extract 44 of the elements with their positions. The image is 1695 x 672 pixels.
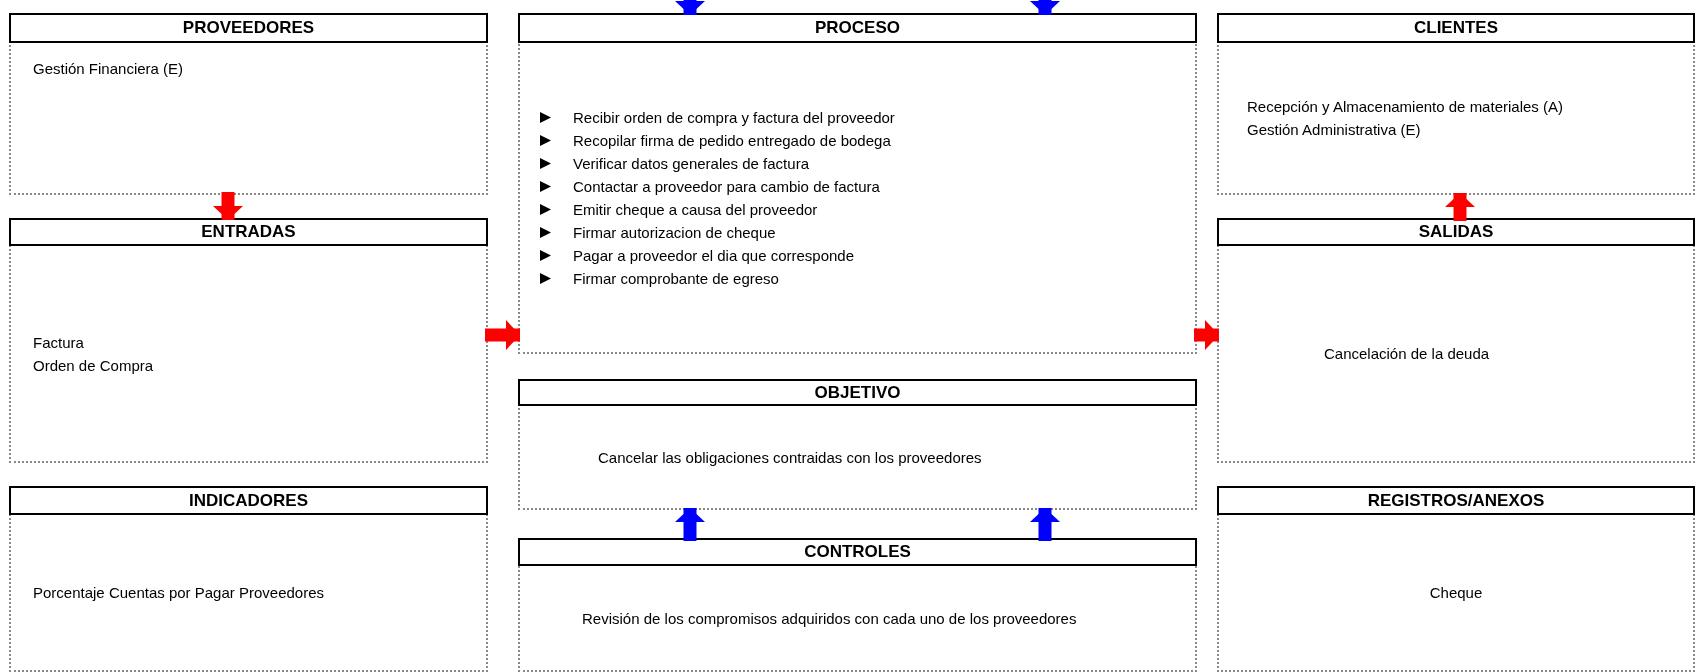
- body-text: Recepción y Almacenamiento de materiales (A): [1247, 97, 1563, 117]
- body-text: Orden de Compra: [33, 355, 154, 376]
- section-heading: OBJETIVO: [518, 379, 1197, 406]
- section-heading: ENTRADAS: [9, 218, 488, 246]
- process-card: [518, 538, 1197, 672]
- body-text: Revisión de los compromisos adquiridos con cada uno de los proveedores: [582, 608, 1077, 629]
- process-card: [1217, 486, 1695, 672]
- arrow: [675, 0, 705, 15]
- step-text: Contactar a proveedor para cambio de factura: [573, 176, 880, 197]
- arrow: [675, 508, 705, 541]
- body-text: Cheque: [1429, 583, 1483, 603]
- body-text: Factura: [33, 332, 84, 353]
- process-card: [9, 13, 488, 195]
- step-text: Recibir orden de compra y factura del proveedor: [573, 107, 895, 128]
- section-heading: SALIDAS: [1217, 218, 1695, 246]
- body-text: Cancelar las obligaciones contraidas con los proveedores: [598, 447, 982, 468]
- arrow: [1445, 193, 1475, 221]
- process-card: [9, 486, 488, 672]
- process-card: [518, 13, 1197, 354]
- arrow: [1030, 0, 1060, 15]
- section-heading: PROCESO: [518, 13, 1197, 43]
- step-text: Recopilar firma de pedido entregado de bodega: [573, 130, 891, 151]
- section-heading: PROVEEDORES: [9, 13, 488, 43]
- body-text: Porcentaje Cuentas por Pagar Proveedores: [33, 583, 324, 603]
- section-heading: INDICADORES: [9, 486, 488, 515]
- arrow: [1194, 320, 1219, 350]
- step-text: Firmar autorizacion de cheque: [573, 222, 776, 243]
- body-text: Gestión Administrativa (E): [1247, 120, 1421, 140]
- step-text: Pagar a proveedor el dia que corresponde: [573, 245, 855, 266]
- arrow: [213, 192, 243, 220]
- process-card: [1217, 218, 1695, 463]
- step-text: Emitir cheque a causa del proveedor: [573, 199, 818, 220]
- process-card: [518, 379, 1197, 510]
- arrow: [1030, 508, 1060, 541]
- process-card: [1217, 13, 1695, 195]
- section-heading: REGISTROS/ANEXOS: [1217, 486, 1695, 515]
- step-text: Verificar datos generales de factura: [573, 153, 809, 174]
- section-heading: CONTROLES: [518, 538, 1197, 566]
- arrow: [485, 320, 520, 350]
- section-heading: CLIENTES: [1217, 13, 1695, 43]
- process-card: [9, 218, 488, 463]
- body-text: Gestión Financiera (E): [33, 59, 184, 79]
- step-text: Firmar comprobante de egreso: [573, 268, 779, 289]
- body-text: Cancelación de la deuda: [1324, 344, 1490, 364]
